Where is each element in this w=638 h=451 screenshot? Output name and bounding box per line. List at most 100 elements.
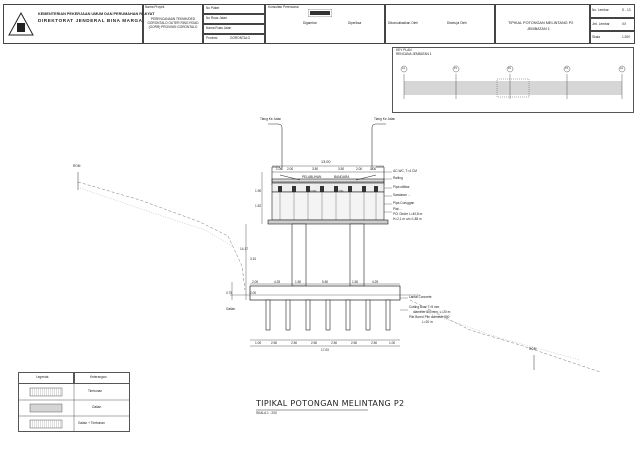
key-plan-title: KEY PLAN	[396, 48, 412, 52]
ministry-cell	[3, 4, 143, 44]
key-plan-pier-p3: P3	[565, 67, 568, 70]
lane-left: PELABUHAN	[302, 175, 322, 179]
top-dim-2: 2.00	[287, 167, 294, 171]
slope-right: 2.0%	[337, 189, 344, 193]
no-paket-cell	[203, 4, 265, 14]
no-lembar-value: S - 13	[622, 8, 631, 12]
no-ruas-cell	[203, 14, 265, 24]
legend-row-timbunan: Timbunan	[88, 389, 103, 393]
vert-dim-3: 14.17	[240, 247, 248, 251]
callout-pci-girder: PCI Girder L=40,8 m	[393, 212, 423, 216]
lane-right: BANDARA	[334, 175, 350, 179]
vert-dim-4: 3.10	[250, 257, 257, 261]
total-top-dim: 13.00	[321, 160, 331, 164]
key-plan-pier-a1: A1	[402, 67, 405, 70]
vert-dim-1: 1.90	[255, 189, 262, 193]
top-dim-5: 2.00	[356, 167, 363, 171]
bottom-dim-7: 2.50	[371, 341, 378, 345]
total-bottom-dim: 17.00	[321, 348, 329, 352]
top-dim-4: 3.50	[338, 167, 345, 171]
callout-pipa-utilitas: Pipa utilitas	[393, 185, 410, 189]
cap-dim-5: 1.50	[352, 280, 359, 284]
rom-left-label: ROM	[73, 164, 81, 168]
key-plan-pier-p1: P1	[454, 67, 457, 70]
skala-label: Skala	[592, 35, 600, 39]
sheet-subtitle: JEMBATAN 1	[527, 27, 550, 31]
ministry-line1: KEMENTERIAN PEKERJAAN UMUM DAN PERUMAHAN…	[38, 12, 155, 16]
approval-cell	[385, 4, 495, 44]
key-plan-frame	[392, 47, 634, 113]
bottom-dim-6: 2.50	[351, 341, 358, 345]
nama-proyek-value: PERENCANAAN TEKNIK/DED GORONTALO OUTER R…	[147, 17, 199, 29]
vert-dim-2: 1.52	[255, 204, 262, 208]
cap-dim-2: 4.25	[274, 280, 281, 284]
bottom-dim-5: 2.50	[331, 341, 338, 345]
galian-label: Galian	[226, 307, 236, 311]
no-lembar-label: No. Lembar	[592, 8, 609, 12]
key-plan-pier-a2: A2	[620, 67, 623, 70]
disetujui-label: Disetujui Oleh	[447, 21, 467, 25]
key-plan-drawing	[400, 65, 626, 99]
provinsi-cell	[203, 34, 265, 44]
slope-left: 2.0%	[310, 189, 317, 193]
jml-lembar-cell	[590, 18, 635, 31]
consultant-cell	[265, 4, 385, 44]
vert-dim-5: 0.75	[226, 291, 233, 295]
lamp-right-label: Tiang Ke Jalan	[374, 117, 396, 121]
key-plan-pier-p2: P2	[508, 67, 511, 70]
skala-cell	[590, 31, 635, 44]
nama-proyek-label: Nama Proyek	[145, 5, 165, 9]
top-dim-3: 3.50	[312, 167, 319, 171]
legend-header-left	[18, 372, 74, 384]
legend-swatches	[18, 384, 130, 432]
callout-pipa-curuggan: Pipa Curuggan	[393, 201, 415, 205]
legend-row-galian: Galian	[92, 405, 102, 409]
provinsi-value: GORONTALO	[230, 36, 251, 40]
sheet-title-cell	[495, 4, 590, 44]
top-dim-6: 1.00	[370, 167, 377, 171]
legend-col1: Legenda	[36, 375, 49, 379]
nama-ruas-cell	[203, 24, 265, 34]
no-paket-label: No Paket	[206, 6, 220, 10]
ministry-line2: DIREKTORAT JENDERAL BINA MARGA	[38, 18, 143, 23]
konsultan-label: Konsultan Perencana	[268, 5, 299, 9]
legend-col2: Keterangan	[90, 375, 107, 379]
vert-dim-6: 2.00	[250, 291, 257, 295]
bottom-dim-3: 2.50	[291, 341, 298, 345]
drawing-scale: SKALA 1 : 200	[256, 411, 277, 415]
sheet-title: TIPIKAL POTONGAN MELINTANG P2	[508, 21, 574, 25]
no-ruas-label: No Ruas Jalan	[206, 16, 227, 20]
jml-lembar-label: Jml. Lembar	[592, 22, 610, 26]
top-dim-1: 1.00	[276, 167, 283, 171]
diperiksa-label: Diperiksa	[348, 21, 362, 25]
key-plan-subtitle: RENCANA JEMBATAN 1	[396, 52, 432, 56]
bottom-dim-1: 1.00	[255, 341, 262, 345]
callout-bored-pile: Pile Bored Pile diameter 800	[409, 315, 450, 319]
nama-ruas-label: Nama Ruas Jalan	[206, 26, 232, 30]
cap-dim-6: 4.25	[372, 280, 379, 284]
bottom-dim-2: 2.50	[271, 341, 278, 345]
lamp-left-label: Tiang Ke Jalan	[260, 117, 282, 121]
callout-pile-diameter: diameter 800 mm, L=20 m	[413, 310, 451, 314]
callout-lantai-concrete: Lantai Concrete	[409, 295, 432, 299]
project-cell	[143, 4, 203, 44]
rom-right-label: ROM	[529, 347, 537, 351]
callout-pile-length: L=20 m	[422, 320, 433, 324]
no-lembar-cell	[590, 4, 635, 18]
bottom-dim-4: 2.50	[311, 341, 318, 345]
dikonsultasikan-label: Dikonsultasikan Oleh	[388, 21, 418, 25]
cap-dim-3: 1.50	[295, 280, 302, 284]
provinsi-label: Provinsi	[206, 36, 218, 40]
callout-railing: Railing	[393, 176, 403, 180]
cap-dim-4: 5.50	[322, 280, 329, 284]
callout-plat: Plat ...	[393, 207, 403, 211]
drawing-title: TIPIKAL POTONGAN MELINTANG P2	[256, 399, 405, 408]
bottom-dim-8: 1.00	[389, 341, 396, 345]
consultant-logo-icon	[308, 9, 332, 17]
jml-lembar-value: XX	[622, 22, 627, 26]
callout-cutting-bore: Cutting Bore T=5 mm	[409, 305, 440, 309]
cap-dim-1: 2.00	[252, 280, 259, 284]
callout-ac-wc: AC-WC, T=4 CM	[393, 169, 417, 173]
